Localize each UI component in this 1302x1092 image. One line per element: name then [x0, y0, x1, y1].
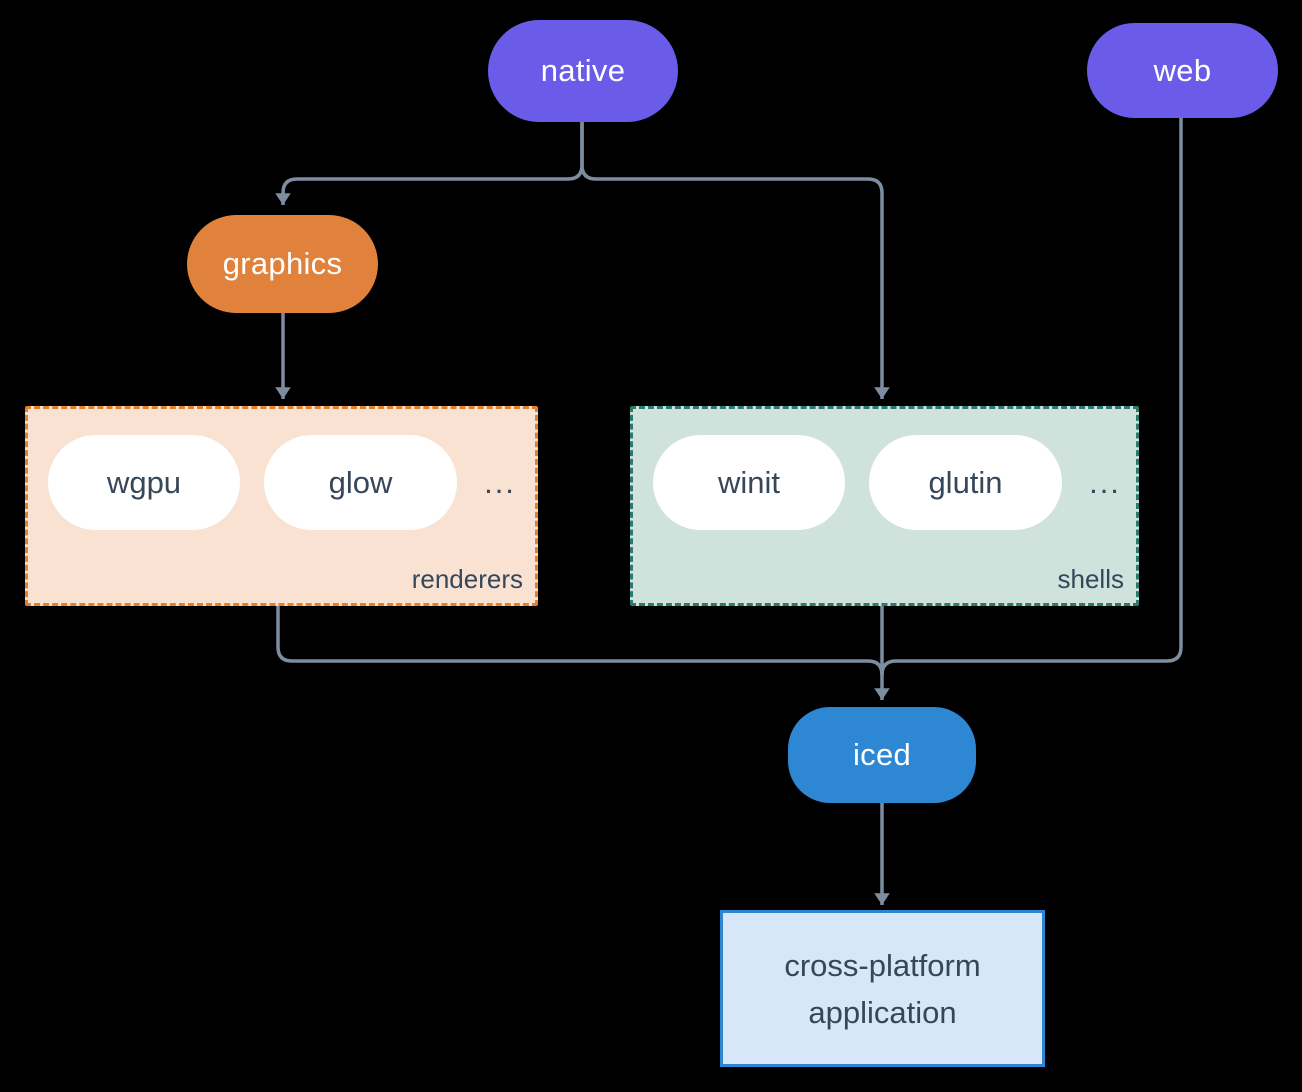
- renderers-ellipsis: ...: [484, 464, 516, 500]
- node-native-label: native: [540, 53, 626, 88]
- shells-ellipsis: ...: [1089, 464, 1121, 500]
- node-glutin-label: glutin: [928, 464, 1003, 500]
- node-wgpu-label: wgpu: [106, 464, 182, 500]
- node-glow: glow: [264, 435, 457, 530]
- edge-renderers-merge: [276, 601, 884, 676]
- node-graphics-label: graphics: [222, 246, 343, 281]
- group-shells-label: shells: [1057, 564, 1124, 594]
- node-web: web: [1087, 23, 1278, 118]
- node-wgpu: wgpu: [48, 435, 240, 530]
- group-renderers-label: renderers: [411, 564, 523, 594]
- node-web-label: web: [1153, 52, 1212, 88]
- app-label-line2: application: [808, 994, 957, 1030]
- node-iced-label: iced: [852, 737, 912, 772]
- node-glutin: glutin: [869, 435, 1062, 530]
- group-shells: winit glutin ... shells: [630, 406, 1139, 606]
- edge-native-graphics: [275, 122, 584, 205]
- node-iced: iced: [788, 707, 976, 803]
- group-renderers: wgpu glow ... renderers: [25, 406, 538, 606]
- node-graphics: graphics: [187, 215, 378, 313]
- edge-native-shells: [580, 122, 890, 399]
- node-glow-label: glow: [328, 464, 393, 500]
- app-label-line1: cross-platform: [784, 947, 981, 983]
- node-cross-platform-application: cross-platform application: [720, 910, 1045, 1067]
- node-winit-label: winit: [717, 464, 780, 500]
- node-native: native: [488, 20, 678, 122]
- node-winit: winit: [653, 435, 845, 530]
